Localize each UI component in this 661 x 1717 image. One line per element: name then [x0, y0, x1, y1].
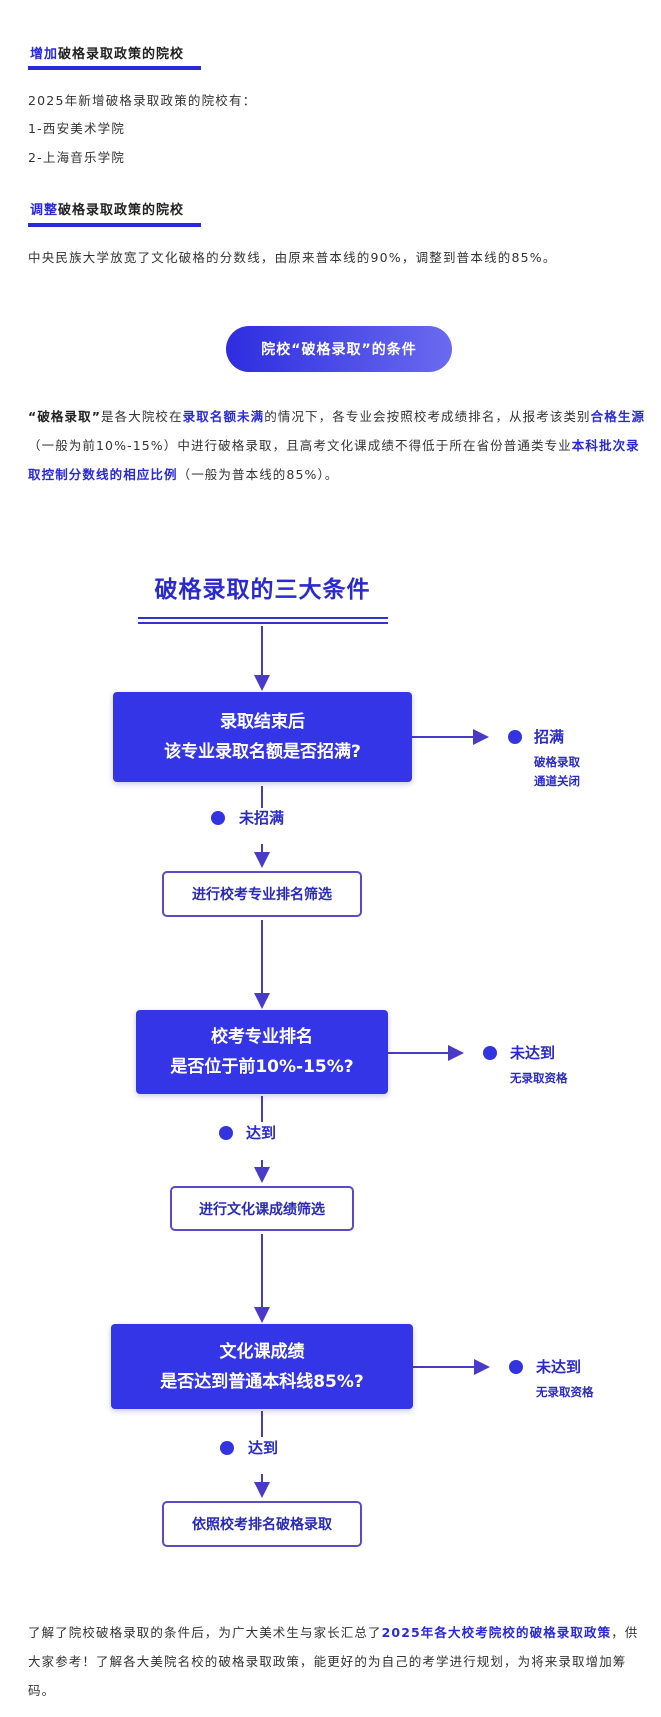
flowchart-title-underline: [138, 617, 388, 619]
intro-highlight-1: 录取名额未满: [182, 409, 265, 424]
outro-text-1: 了解了院校破格录取的条件后，为广大美术生与家长汇总了: [28, 1625, 382, 1640]
section-adjust-title: 调整破格录取政策的院校: [30, 199, 184, 218]
section-adjust-title-rest: 破格录取政策的院校: [58, 203, 185, 218]
section-adjust-text: 中央民族大学放宽了文化破格的分数线，由原来普本线的90%，调整到普本线的85%。: [28, 250, 557, 265]
final-box: 依照校考排名破格录取: [162, 1501, 362, 1547]
intro-text-4: （一般为普本线的85%）。: [177, 467, 339, 482]
flowchart-title: 破格录取的三大条件: [154, 577, 371, 603]
section-adjust-underline: [28, 223, 201, 227]
section-add-underline: [28, 66, 201, 70]
intro-paragraph: “破格录取”是各大院校在录取名额未满的情况下，各专业会按照校考成绩排名，从报考该…: [28, 402, 648, 489]
decision-2-line-2: 是否位于前10%-15%?: [170, 1057, 354, 1077]
bullet-dot: [483, 1046, 497, 1060]
no1-label: 未招满: [239, 809, 285, 827]
yes1-sub-1: 破格录取: [534, 755, 580, 769]
yes1-sub-2: 通道关闭: [534, 774, 580, 788]
outro-paragraph: 了解了院校破格录取的条件后，为广大美术生与家长汇总了2025年各大校考院校的破格…: [28, 1618, 648, 1705]
yes1-label: 招满: [534, 728, 565, 746]
section-add-title-rest: 破格录取政策的院校: [58, 47, 185, 62]
bullet-dot: [508, 730, 522, 744]
intro-text-2: 的情况下，各专业会按照校考成绩排名，从报考该类别: [264, 409, 591, 424]
decision-3-line-1: 文化课成绩: [219, 1341, 305, 1362]
decision-3-line-2: 是否达到普通本科线85%?: [160, 1371, 364, 1392]
bullet-dot: [509, 1360, 523, 1374]
section-adjust-title-highlight: 调整: [30, 203, 59, 218]
decision-2-line-1: 校考专业排名: [211, 1027, 313, 1047]
yes3-label: 达到: [248, 1439, 279, 1457]
section-add-title: 增加破格录取政策的院校: [30, 43, 184, 62]
bullet-dot: [219, 1126, 233, 1140]
intro-term: “破格录取”: [28, 409, 102, 424]
decision-1-line-2: 该专业录取名额是否招满?: [164, 742, 361, 762]
outro-text-2: ，供大家参考！了解各大美院名校的破格录取政策，能更好的为自己的考学进行规划，为将…: [28, 1625, 639, 1698]
conditions-pill: 院校“破格录取”的条件: [226, 326, 452, 372]
decision-box-3: 文化课成绩 是否达到普通本科线85%?: [111, 1324, 413, 1409]
no2-label: 未达到: [510, 1044, 556, 1062]
decision-1-line-1: 录取结束后: [220, 712, 305, 732]
no3-sub: 无录取资格: [536, 1385, 594, 1399]
bullet-dot: [220, 1441, 234, 1455]
intro-highlight-3: 本科批次录取控制分数线的相应比例: [28, 438, 640, 482]
step-box-1: 进行校考专业排名筛选: [162, 871, 362, 917]
section-add-line-2: 1-西安美术学院: [28, 121, 126, 136]
no2-sub: 无录取资格: [510, 1071, 568, 1085]
decision-box-1: 录取结束后 该专业录取名额是否招满?: [113, 692, 412, 782]
yes2-label: 达到: [246, 1124, 277, 1142]
flowchart-title-underline-2: [138, 622, 388, 624]
decision-box-2: 校考专业排名 是否位于前10%-15%?: [136, 1010, 388, 1094]
no3-label: 未达到: [536, 1358, 582, 1376]
bullet-dot: [211, 811, 225, 825]
section-add-title-highlight: 增加: [30, 47, 59, 62]
outro-highlight: 2025年各大校考院校的破格录取政策: [381, 1625, 612, 1640]
intro-text-1: 是各大院校在: [101, 409, 183, 424]
step-box-2: 进行文化课成绩筛选: [170, 1186, 354, 1231]
section-add-line-3: 2-上海音乐学院: [28, 150, 126, 165]
intro-text-3: （一般为前10%-15%）中进行破格录取，且高考文化课成绩不得低于所在省份普通类…: [28, 438, 572, 453]
intro-highlight-2: 合格生源: [590, 409, 646, 424]
section-add-line-1: 2025年新增破格录取政策的院校有：: [28, 93, 257, 108]
